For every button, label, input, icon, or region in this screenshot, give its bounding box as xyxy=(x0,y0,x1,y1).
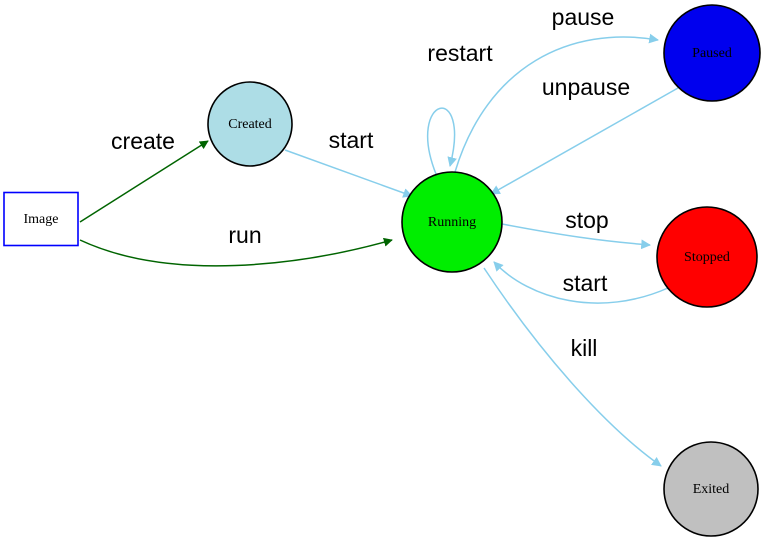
edge-unpause[interactable] xyxy=(490,87,679,195)
edge-label-start-created-running: start xyxy=(329,127,374,153)
nodes-layer: Image Created Running Paused Stopped Exi xyxy=(3,4,761,537)
node-stopped[interactable]: Stopped xyxy=(656,206,758,308)
edge-label-create: create xyxy=(111,128,175,154)
edge-run[interactable] xyxy=(79,237,393,267)
edge-label-start-stopped-running: start xyxy=(563,270,608,296)
edge-labels-layer: create run start restart pause unpause s… xyxy=(111,4,630,361)
edge-label-unpause: unpause xyxy=(542,74,630,100)
node-running-circle[interactable] xyxy=(401,171,503,273)
edges-layer xyxy=(79,33,679,467)
edge-pause[interactable] xyxy=(454,33,659,173)
edge-label-pause: pause xyxy=(552,4,615,30)
edge-label-run: run xyxy=(228,222,261,248)
node-paused[interactable]: Paused xyxy=(663,4,761,102)
node-stopped-circle[interactable] xyxy=(656,206,758,308)
edge-label-restart: restart xyxy=(427,40,493,66)
edge-start-created-running[interactable] xyxy=(284,149,413,198)
node-running[interactable]: Running xyxy=(401,171,503,273)
edge-restart[interactable] xyxy=(426,107,457,175)
edge-create[interactable] xyxy=(79,140,209,223)
node-exited[interactable]: Exited xyxy=(663,441,759,537)
edge-start-stopped-running[interactable] xyxy=(493,261,669,304)
node-image[interactable]: Image xyxy=(3,191,79,247)
edge-label-kill: kill xyxy=(571,335,598,361)
node-image-rect[interactable] xyxy=(3,191,79,247)
node-exited-circle[interactable] xyxy=(663,441,759,537)
edge-kill[interactable] xyxy=(483,267,662,467)
edge-label-stop: stop xyxy=(565,207,608,233)
edge-stop[interactable] xyxy=(501,223,651,250)
node-created[interactable]: Created xyxy=(207,81,293,167)
node-paused-circle[interactable] xyxy=(663,4,761,102)
node-created-circle[interactable] xyxy=(207,81,293,167)
